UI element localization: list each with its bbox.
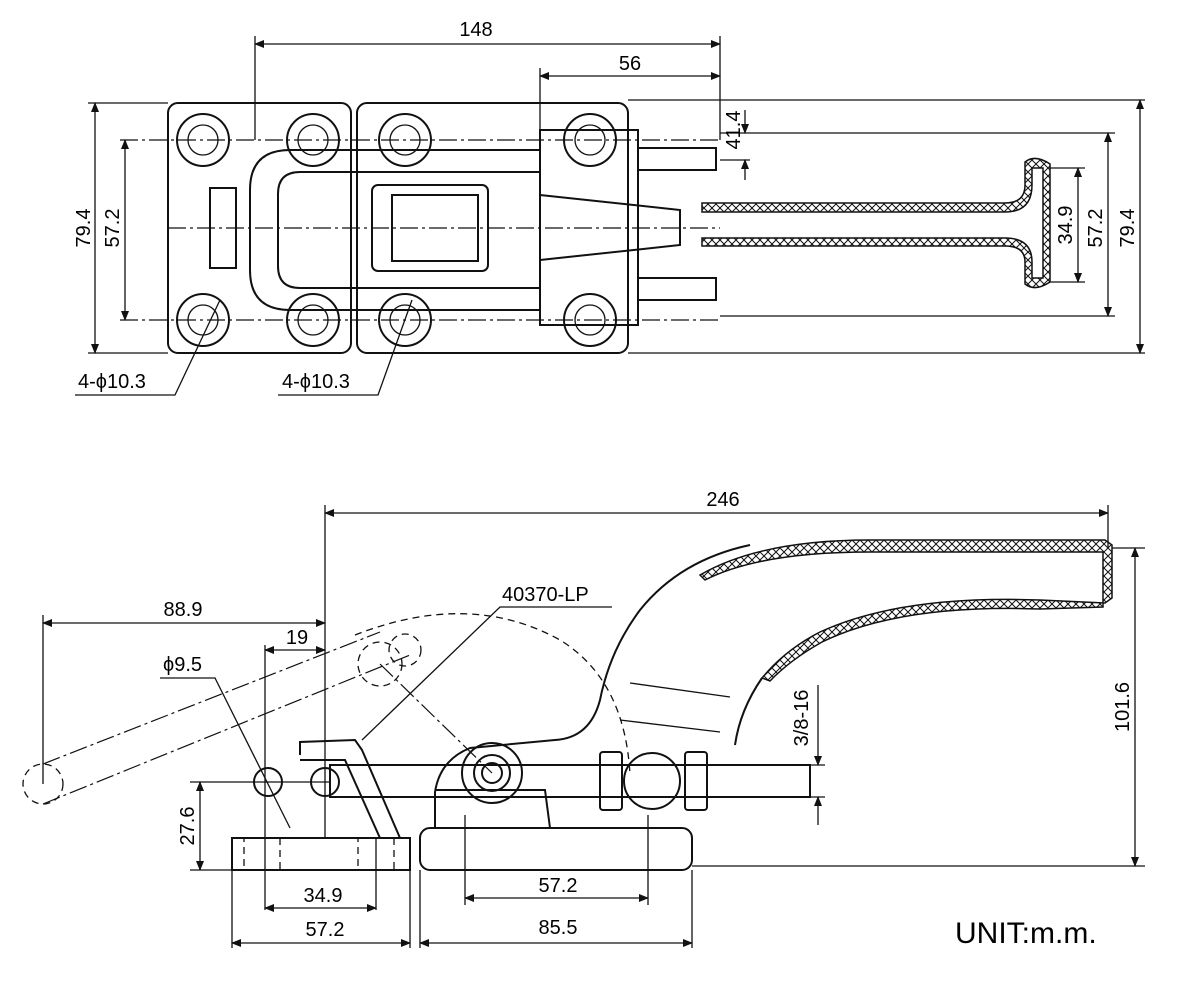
dim-hook-reach: 88.9 bbox=[164, 599, 203, 621]
handle-grip-top bbox=[701, 157, 1051, 289]
plunger-rod bbox=[329, 764, 811, 798]
dim-height: 101.6 bbox=[1112, 682, 1134, 732]
dim-hook-offset: 19 bbox=[286, 627, 308, 649]
side-view-labels: 246 88.9 19 40370-LP ϕ9.5 3/8-16 101.6 2… bbox=[163, 489, 1134, 941]
dim-handle-width: 34.9 bbox=[1055, 206, 1077, 245]
hole-callout-right: 4-ϕ10.3 bbox=[282, 371, 350, 393]
dim-thread: 3/8-16 bbox=[791, 690, 813, 747]
dim-right-height-outer: 79.4 bbox=[1117, 209, 1139, 248]
dim-left-height-inner: 57.2 bbox=[102, 209, 124, 248]
dim-keeper-width: 57.2 bbox=[306, 919, 345, 941]
dim-base-holes: 57.2 bbox=[539, 875, 578, 897]
top-view-labels: 148 56 41.4 79.4 57.2 79.4 57.2 34.9 4-ϕ… bbox=[73, 19, 1139, 393]
dim-pin-diameter: ϕ9.5 bbox=[163, 654, 202, 676]
dim-left-height-outer: 79.4 bbox=[73, 209, 95, 248]
keeper bbox=[231, 837, 411, 871]
handle-grip-side bbox=[698, 539, 1113, 682]
u-hook bbox=[249, 149, 540, 311]
dim-base-width: 85.5 bbox=[539, 917, 578, 939]
dim-keeper-holes: 34.9 bbox=[304, 885, 343, 907]
dim-offset: 41.4 bbox=[723, 111, 745, 150]
dim-overall-length: 148 bbox=[459, 19, 492, 41]
model-label: 40370-LP bbox=[502, 584, 589, 606]
top-view bbox=[75, 36, 1145, 396]
side-view bbox=[22, 505, 1145, 948]
dim-pin-height: 27.6 bbox=[177, 807, 199, 846]
unit-label: UNIT:m.m. bbox=[955, 917, 1097, 950]
dim-total-length: 246 bbox=[706, 489, 739, 511]
pivot bbox=[461, 742, 523, 804]
base bbox=[419, 827, 693, 871]
dim-bracket-width: 56 bbox=[619, 53, 641, 75]
mounting-holes bbox=[176, 113, 617, 347]
dim-right-height-inner: 57.2 bbox=[1085, 209, 1107, 248]
hole-callout-left: 4-ϕ10.3 bbox=[78, 371, 146, 393]
